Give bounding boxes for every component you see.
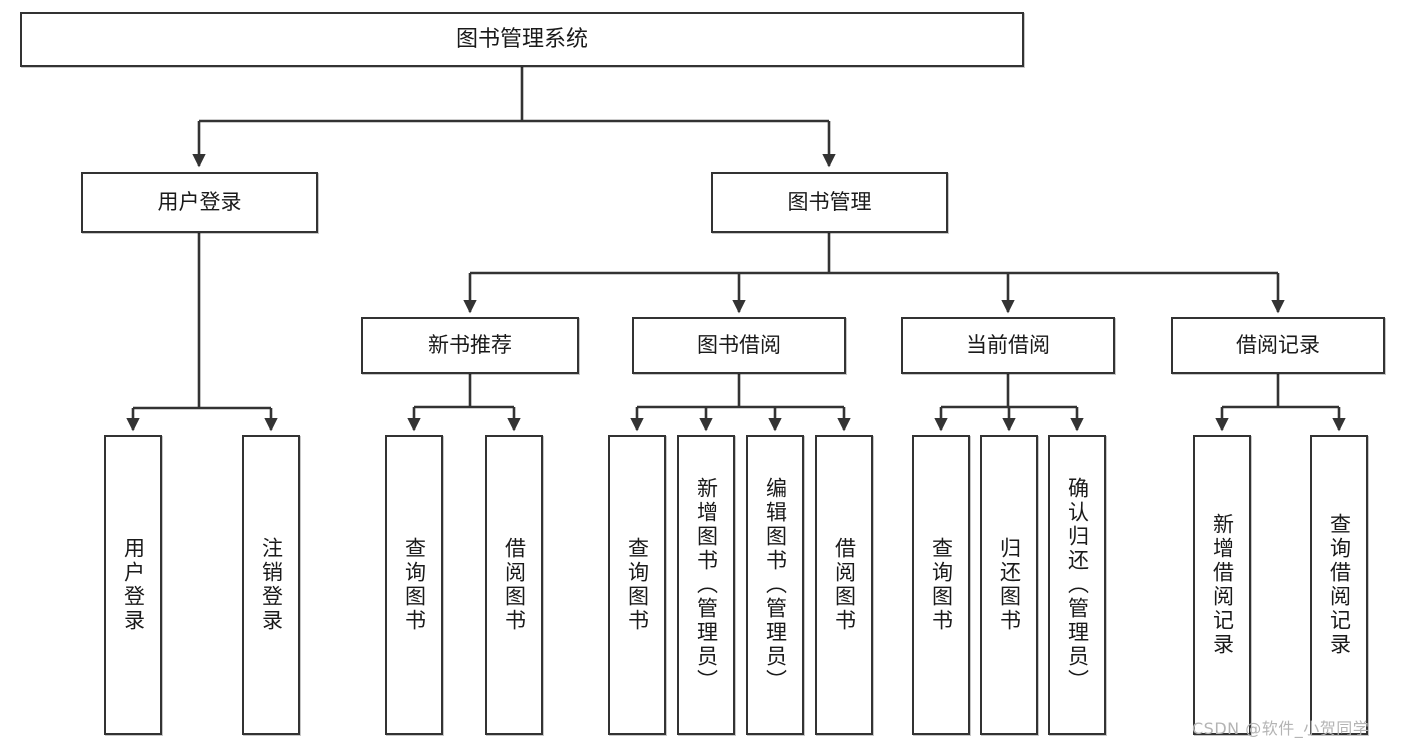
node-label: 借阅图书 — [502, 537, 527, 633]
node-book-management[interactable]: 图书管理 — [711, 172, 948, 233]
node-root-system[interactable]: 图书管理系统 — [20, 12, 1024, 67]
node-label: 当前借阅 — [966, 333, 1050, 358]
node-label: 查询图书 — [625, 537, 650, 633]
leaf-confirm-return-admin[interactable]: 确认归还（管理员） — [1048, 435, 1106, 735]
node-new-book-recommend[interactable]: 新书推荐 — [361, 317, 579, 374]
node-label: 图书借阅 — [697, 333, 781, 358]
node-label: 新增借阅记录 — [1210, 513, 1235, 657]
node-current-borrow[interactable]: 当前借阅 — [901, 317, 1115, 374]
node-borrow-record[interactable]: 借阅记录 — [1171, 317, 1385, 374]
node-label: 新增图书（管理员） — [694, 477, 719, 693]
leaf-query-book-current[interactable]: 查询图书 — [912, 435, 970, 735]
leaf-edit-book-admin[interactable]: 编辑图书（管理员） — [746, 435, 804, 735]
node-label: 编辑图书（管理员） — [763, 477, 788, 693]
leaf-return-book[interactable]: 归还图书 — [980, 435, 1038, 735]
node-label: 查询图书 — [402, 537, 427, 633]
node-label: 用户登录 — [121, 537, 146, 633]
leaf-user-logout[interactable]: 注销登录 — [242, 435, 300, 735]
node-label: 新书推荐 — [428, 333, 512, 358]
node-user-login[interactable]: 用户登录 — [81, 172, 318, 233]
leaf-borrow-book[interactable]: 借阅图书 — [815, 435, 873, 735]
node-label: 查询借阅记录 — [1327, 513, 1352, 657]
leaf-user-login[interactable]: 用户登录 — [104, 435, 162, 735]
leaf-query-book-borrow[interactable]: 查询图书 — [608, 435, 666, 735]
node-label: 图书管理系统 — [455, 26, 588, 52]
leaf-add-borrow-record[interactable]: 新增借阅记录 — [1193, 435, 1251, 735]
node-label: 用户登录 — [157, 190, 242, 215]
node-label: 查询图书 — [929, 537, 954, 633]
node-book-borrow[interactable]: 图书借阅 — [632, 317, 846, 374]
node-label: 注销登录 — [259, 537, 284, 633]
watermark-text: CSDN @软件_小贺同学 — [1192, 719, 1370, 738]
node-label: 图书管理 — [787, 190, 872, 215]
leaf-add-book-admin[interactable]: 新增图书（管理员） — [677, 435, 735, 735]
leaf-query-borrow-record[interactable]: 查询借阅记录 — [1310, 435, 1368, 735]
node-label: 确认归还（管理员） — [1065, 477, 1090, 693]
node-label: 归还图书 — [997, 537, 1022, 633]
leaf-borrow-book-recommend[interactable]: 借阅图书 — [485, 435, 543, 735]
leaf-query-book-recommend[interactable]: 查询图书 — [385, 435, 443, 735]
node-label: 借阅记录 — [1236, 333, 1320, 358]
node-label: 借阅图书 — [832, 537, 857, 633]
